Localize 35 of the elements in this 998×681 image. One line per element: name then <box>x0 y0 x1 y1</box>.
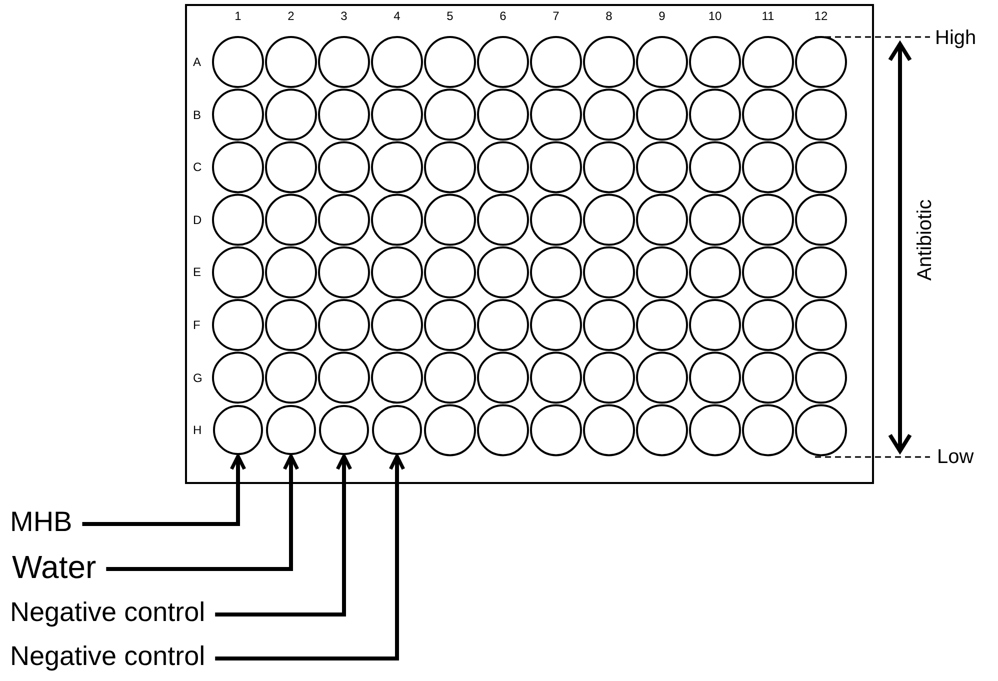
leader-arrow <box>215 454 352 616</box>
row-letter: D <box>193 214 202 226</box>
column-number: 4 <box>392 10 402 22</box>
level-label: Low <box>937 447 974 467</box>
row-letter: A <box>193 56 202 68</box>
column-number: 1 <box>234 10 242 22</box>
column-number: 9 <box>658 10 666 22</box>
leader-text: Water <box>12 551 96 583</box>
well <box>319 405 369 456</box>
well <box>213 405 263 456</box>
row-letter: H <box>193 424 202 436</box>
column-number: 8 <box>604 10 614 22</box>
axis-label: Antibiotic <box>915 198 935 283</box>
row-letter: F <box>193 319 200 331</box>
row-letter: B <box>193 108 202 121</box>
leader-text: Negative control <box>10 599 206 626</box>
leader-arrow <box>215 454 406 660</box>
column-number: 11 <box>760 10 776 22</box>
column-number: 6 <box>498 10 508 22</box>
column-number: 7 <box>552 10 560 22</box>
leader-arrow <box>82 454 246 526</box>
well <box>266 405 316 456</box>
leader-text: MHB <box>10 508 72 536</box>
column-number: 3 <box>340 10 348 22</box>
leader-text: Negative control <box>10 643 206 670</box>
column-number: 5 <box>446 10 454 22</box>
column-number: 10 <box>707 10 723 22</box>
level-label: High <box>935 28 976 48</box>
column-number: 12 <box>813 10 829 22</box>
row-letter: E <box>193 266 202 278</box>
row-letter: C <box>193 161 202 174</box>
column-number: 2 <box>286 10 296 22</box>
leader-arrow <box>106 454 300 571</box>
row-letter: G <box>193 372 202 384</box>
well <box>372 405 422 456</box>
